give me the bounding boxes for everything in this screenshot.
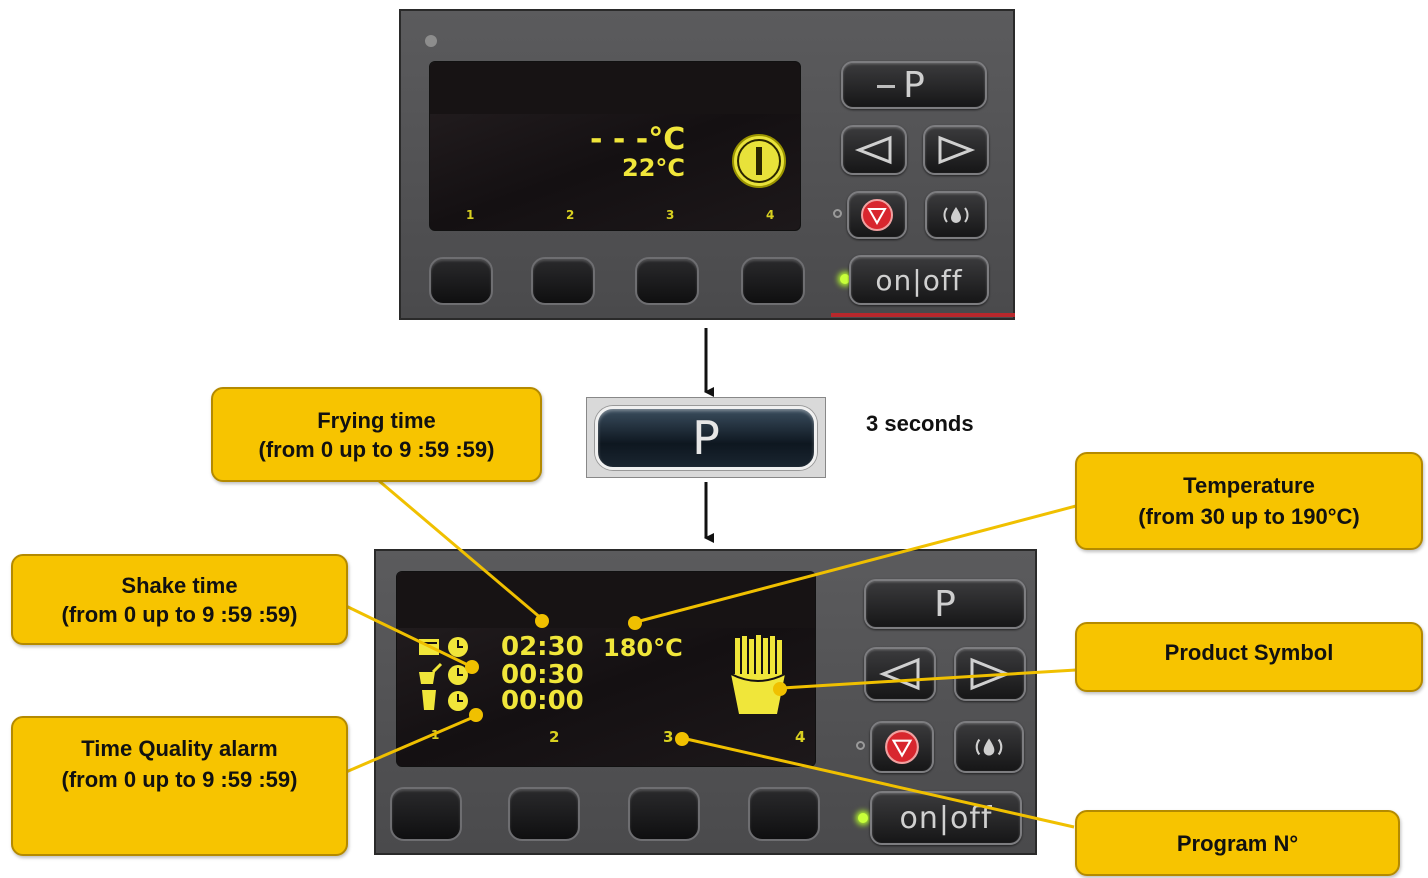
bottom-soft-key-2[interactable] bbox=[508, 787, 580, 841]
shake-stage-icon bbox=[419, 662, 443, 684]
bottom-right-arrow-button[interactable] bbox=[954, 647, 1026, 701]
bottom-control-panel: 02:30 00:30 00:00 180°C 1 2 3 4 P bbox=[374, 549, 1037, 855]
bottom-soft-key-3[interactable] bbox=[628, 787, 700, 841]
top-slot-number-2: 2 bbox=[566, 208, 575, 222]
bottom-soft-key-4[interactable] bbox=[748, 787, 820, 841]
callout-time-quality-alarm: Time Quality alarm (from 0 up to 9 :59 :… bbox=[11, 716, 348, 856]
top-stop-indicator bbox=[833, 209, 842, 218]
top-soft-key-3[interactable] bbox=[635, 257, 699, 305]
top-program-p-button[interactable]: P bbox=[841, 61, 987, 109]
top-soft-key-2[interactable] bbox=[531, 257, 595, 305]
bottom-power-led bbox=[858, 813, 868, 823]
bottom-slot-number-2: 2 bbox=[549, 728, 560, 746]
bottom-program-p-button[interactable]: P bbox=[864, 579, 1026, 629]
bottom-slot-number-3: 3 bbox=[663, 728, 674, 746]
bottom-soft-key-1[interactable] bbox=[390, 787, 462, 841]
callout-shake-time: Shake time (from 0 up to 9 :59 :59) bbox=[11, 554, 348, 645]
hold-duration-label: 3 seconds bbox=[866, 411, 974, 436]
top-stop-button[interactable] bbox=[847, 191, 907, 239]
bottom-slot-number-1: 1 bbox=[431, 728, 440, 742]
shake-time-value: 00:30 bbox=[501, 660, 584, 690]
stop-icon bbox=[861, 199, 893, 231]
top-onoff-button[interactable]: on|off bbox=[849, 255, 989, 305]
power-standby-icon bbox=[732, 134, 786, 188]
right-arrow-icon bbox=[938, 135, 976, 165]
top-soft-key-1[interactable] bbox=[429, 257, 493, 305]
fries-product-icon bbox=[730, 635, 786, 714]
top-temp-current: 22°C bbox=[622, 154, 686, 182]
bottom-stop-indicator bbox=[856, 741, 865, 750]
panel-status-dot bbox=[425, 35, 437, 47]
left-arrow-icon bbox=[854, 135, 892, 165]
top-display-screen: - - -°C 22°C 1 2 3 4 bbox=[429, 61, 801, 231]
top-soft-key-4[interactable] bbox=[741, 257, 805, 305]
right-arrow-icon bbox=[970, 657, 1012, 691]
top-slot-number-3: 3 bbox=[666, 208, 675, 222]
bottom-onoff-button[interactable]: on|off bbox=[870, 791, 1022, 845]
frying-time-value: 02:30 bbox=[501, 632, 584, 662]
temperature-value: 180°C bbox=[603, 634, 683, 662]
quality-time-value: 00:00 bbox=[501, 686, 584, 716]
oil-drop-icon bbox=[975, 738, 1003, 756]
top-oil-filter-button[interactable] bbox=[925, 191, 987, 239]
p-button-photo: P bbox=[586, 397, 826, 478]
program-p-button[interactable]: P bbox=[595, 406, 817, 470]
top-left-arrow-button[interactable] bbox=[841, 125, 907, 175]
frying-stage-icon bbox=[419, 639, 439, 655]
top-slot-number-1: 1 bbox=[466, 208, 475, 222]
left-arrow-icon bbox=[878, 657, 920, 691]
top-temp-setpoint: - - -°C bbox=[590, 122, 686, 157]
oil-drop-icon bbox=[943, 207, 969, 223]
bottom-display-screen: 02:30 00:30 00:00 180°C 1 2 3 4 bbox=[396, 571, 816, 767]
clock-icon-quality bbox=[448, 691, 468, 711]
top-slot-number-4: 4 bbox=[766, 208, 775, 222]
stop-icon bbox=[885, 730, 919, 764]
callout-frying-time: Frying time (from 0 up to 9 :59 :59) bbox=[211, 387, 542, 482]
callout-program-number: Program N° bbox=[1075, 810, 1400, 876]
bottom-stop-button[interactable] bbox=[870, 721, 934, 773]
top-control-panel: - - -°C 22°C 1 2 3 4 P on|off bbox=[399, 9, 1015, 320]
top-right-arrow-button[interactable] bbox=[923, 125, 989, 175]
quality-stage-icon bbox=[422, 690, 436, 710]
callout-product-symbol: Product Symbol bbox=[1075, 622, 1423, 692]
bottom-oil-filter-button[interactable] bbox=[954, 721, 1024, 773]
bottom-left-arrow-button[interactable] bbox=[864, 647, 936, 701]
top-power-led bbox=[840, 274, 850, 284]
clock-icon-shake bbox=[448, 665, 468, 685]
callout-temperature: Temperature (from 30 up to 190°C) bbox=[1075, 452, 1423, 550]
clock-icon-frying bbox=[448, 637, 468, 657]
bottom-slot-number-4: 4 bbox=[795, 728, 806, 746]
